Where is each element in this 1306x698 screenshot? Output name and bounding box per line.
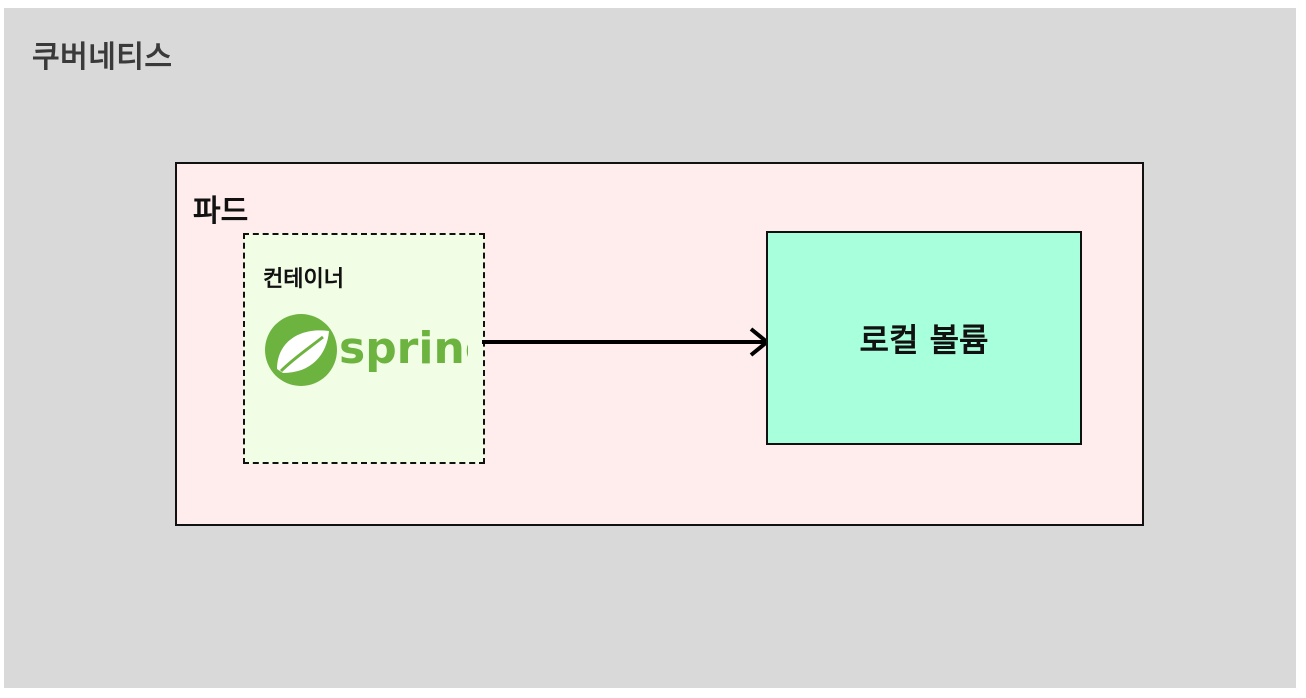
pod-title: 파드 (193, 194, 249, 229)
spring-wordmark: spring (339, 323, 468, 374)
cluster-title: 쿠버네티스 (32, 40, 173, 75)
local-volume-box: 로컬 볼륨 (766, 231, 1082, 445)
spring-logo-icon: spring (265, 314, 468, 386)
local-volume-label: 로컬 볼륨 (859, 321, 989, 359)
arrow-connector (482, 327, 771, 357)
container-title: 컨테이너 (263, 267, 344, 292)
container-box: 컨테이너 spring (243, 233, 485, 464)
pod-box: 파드 컨테이너 spring 로컬 볼륨 (175, 162, 1144, 526)
kubernetes-cluster: 쿠버네티스 파드 컨테이너 spring 로컬 볼륨 (4, 8, 1296, 688)
